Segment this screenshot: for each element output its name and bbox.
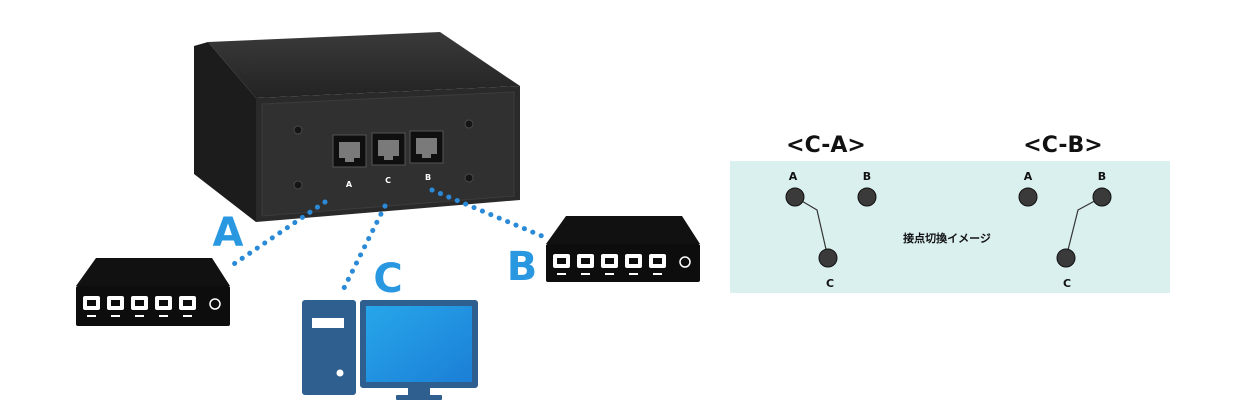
switch-box: A C B [194,32,520,222]
screw-icon [464,119,474,129]
ca-node-b-label: B [863,170,871,183]
computer-c-icon [302,300,478,400]
connection-lines [225,187,545,295]
port-label-a: A [346,180,353,189]
connection-line-a [225,199,328,271]
contact-switch-caption: 接点切換イメージ [903,231,991,245]
cb-node-c-label: C [1063,277,1071,290]
cb-switch: A B C [1018,170,1112,290]
screw-icon [464,173,474,183]
connection-line-b [429,187,545,239]
port-b-icon [409,130,444,164]
port-c-icon [371,132,406,166]
port-a-icon [332,134,367,168]
cb-node-a [1018,187,1038,207]
port-label-b: B [425,173,431,182]
ca-node-c-label: C [826,277,834,290]
contact-diagram: <C-A> <C-B> A B C 接点切換イメージ A B C [730,133,1170,293]
switch-left-face [194,42,256,222]
network-hub-a-icon [76,258,230,326]
label-b: B [507,244,538,290]
screw-icon [293,180,303,190]
ca-node-a [785,187,805,207]
ca-node-b [857,187,877,207]
connection-line-c [339,203,388,295]
ca-switch: A B C [785,170,877,290]
cb-heading: <C-B> [1023,133,1102,158]
diagram-panel [730,161,1170,293]
screw-icon [293,125,303,135]
label-c: C [373,256,402,302]
ca-node-c [818,248,838,268]
label-a: A [213,210,244,256]
monitor-icon [360,300,478,400]
ca-heading: <C-A> [786,133,866,158]
cb-node-a-label: A [1024,170,1033,183]
cb-node-b [1092,187,1112,207]
switch-top-face [208,32,520,98]
port-label-c: C [385,176,391,185]
cb-node-b-label: B [1098,170,1106,183]
network-hub-b-icon [546,216,700,282]
ca-node-a-label: A [789,170,798,183]
cb-node-c [1056,248,1076,268]
pc-tower-icon [302,300,356,395]
